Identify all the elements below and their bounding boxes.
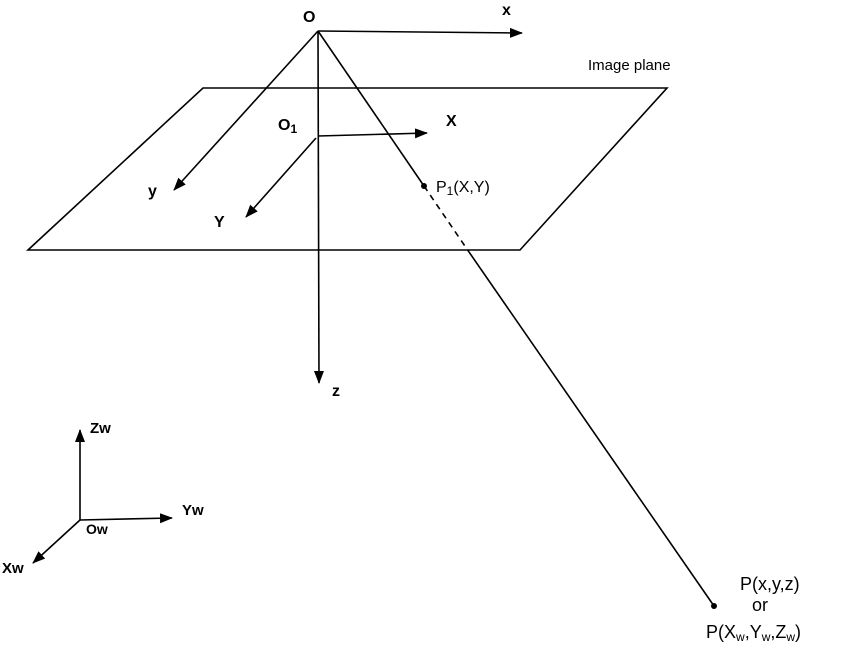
camera-x-label: x [502,2,511,19]
image-plane-label: Image plane [588,57,671,74]
image-plane-outline [25,87,669,251]
camera-z-label: z [332,383,340,400]
world-y-label: Yw [182,502,204,519]
camera-z-axis [313,30,324,384]
world-point-label-line2: or [752,595,768,615]
projection-ray-dashed [423,185,470,253]
camera-x-axis [317,27,523,38]
projection-ray-lower [468,251,715,607]
world-x-label: Xw [2,560,24,577]
world-point-label-line3: P(Xw,Yw,Zw) [706,622,801,644]
plane-x-axis [317,128,428,139]
point-p1 [421,183,427,189]
plane-y-label: Y [214,214,225,231]
projection-ray-upper [317,30,425,187]
plane-y-axis [245,137,317,218]
image-point-label: P1(X,Y) [436,179,490,198]
world-x-axis [32,519,81,564]
world-origin-label: Ow [86,521,108,537]
point-p [711,603,717,609]
world-point-label-line1: P(x,y,z) [740,574,800,594]
plane-x-label: X [446,113,457,130]
world-y-axis [79,513,173,524]
camera-y-label: y [148,183,157,200]
plane-origin-label: O1 [278,117,297,136]
world-z-label: Zw [90,420,111,437]
camera-origin-label: O [303,9,315,26]
camera-y-axis [173,30,319,191]
